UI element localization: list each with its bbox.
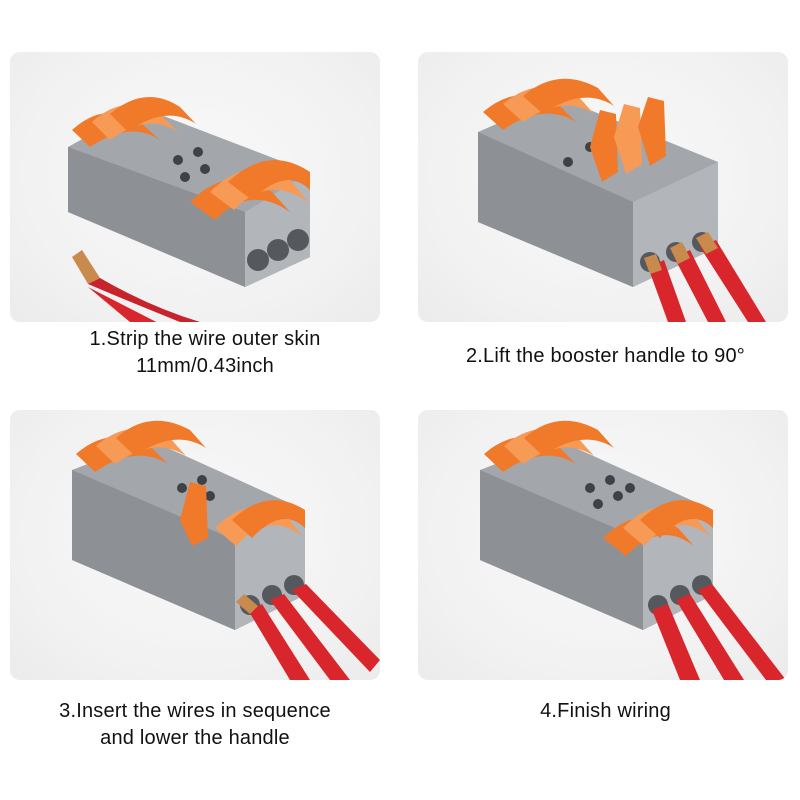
step-3-caption-line-2: and lower the handle [100,727,290,749]
step-4-caption-line-1: 4.Finish wiring [540,700,671,722]
step-1-caption-line-1: 1.Strip the wire outer skin [89,328,321,350]
step-3-photo [10,410,380,680]
step-1-caption-line-2: 11mm/0.43inch [136,355,274,377]
step-3-caption: 3.Insert the wires in sequence and lower… [0,698,390,752]
step-4-photo [418,410,788,680]
step-2-photo [418,52,788,322]
connector-levers-lifted-image [478,78,766,322]
step-1-caption: 1.Strip the wire outer skin 11mm/0.43inc… [10,326,400,380]
step-3-caption-line-1: 3.Insert the wires in sequence [59,700,331,722]
connector-with-stripped-wire-image [68,97,310,322]
connector-wires-inserted-image [72,420,380,680]
step-2-caption-line-1: 2.Lift the booster handle to 90° [465,345,746,367]
step-1-photo [10,52,380,322]
connector-finished-image [480,420,786,680]
step-2-caption: 2.Lift the booster handle to 90° [418,343,793,370]
step-4-caption: 4.Finish wiring [418,698,793,725]
